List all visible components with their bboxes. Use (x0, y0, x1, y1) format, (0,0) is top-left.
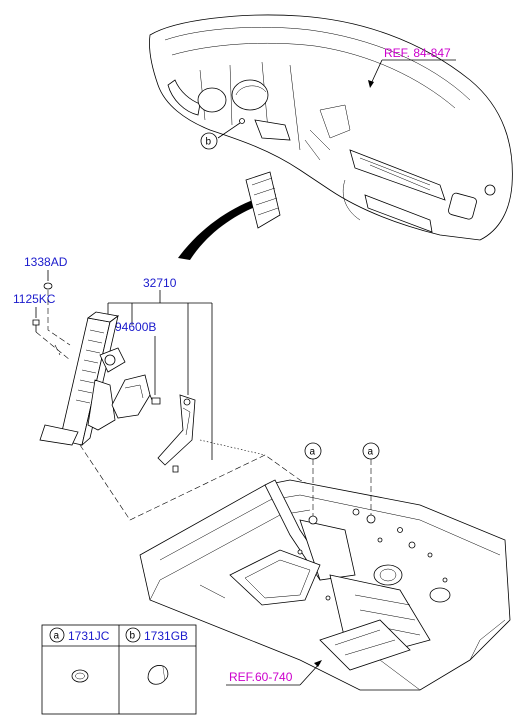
fastener-legend-table: a 1731JC b 1731GB (41, 624, 197, 715)
grommet-a-icon (71, 669, 89, 683)
legend-a-letter: a (54, 631, 60, 642)
callout-a2-letter: a (368, 447, 374, 458)
nut-part (43, 282, 53, 290)
accelerator-pedal (39, 311, 126, 447)
dashboard-illustration (149, 14, 513, 241)
legend-b-letter: b (130, 631, 136, 642)
pedal-sensor (111, 374, 153, 419)
part-label-32710: 32710 (143, 276, 177, 290)
bolt-part (32, 319, 40, 326)
plug-b-icon (147, 665, 169, 685)
part-label-1125kc: 1125KC (13, 292, 56, 306)
view-arrow (178, 171, 281, 260)
legend-b-circle (125, 627, 141, 643)
legend-part-1731jc: 1731JC (68, 629, 110, 643)
sensor-screw (151, 397, 161, 405)
legend-part-1731gb: 1731GB (144, 629, 188, 643)
floor-ref-label: REF.60-740 (229, 670, 293, 684)
pedal-bracket (157, 394, 196, 473)
callout-b-letter: b (206, 137, 212, 148)
part-label-1338ad: 1338AD (24, 255, 68, 269)
legend-a-circle (49, 627, 65, 643)
callout-a1-letter: a (310, 447, 316, 458)
callout-b-circle (200, 132, 218, 150)
dash-ref-label: REF. 84-847 (384, 46, 451, 60)
guide-dash (35, 331, 71, 361)
floor-panel-illustration (139, 479, 511, 691)
part-label-94600b: 94600B (115, 320, 156, 334)
